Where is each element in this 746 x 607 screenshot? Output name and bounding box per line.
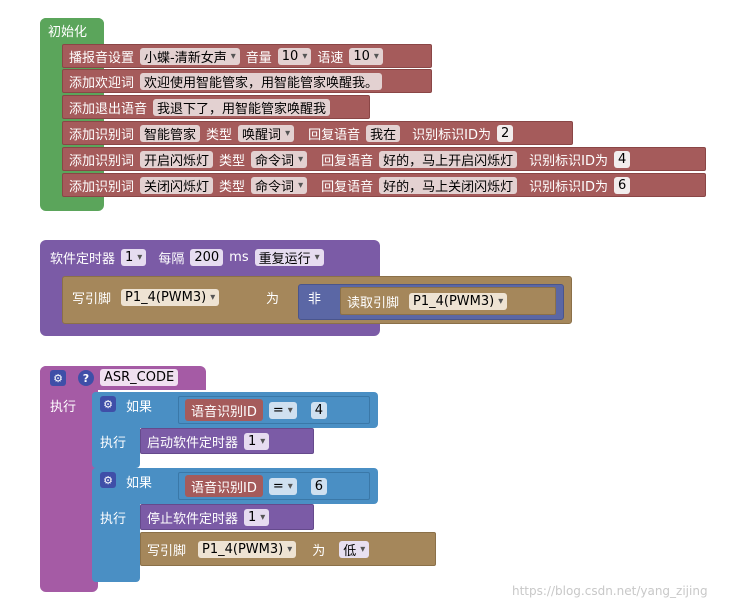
start-timer-block[interactable]: 启动软件定时器 1 xyxy=(140,428,314,454)
id-label: 识别标识ID为 xyxy=(412,127,491,143)
reply-field[interactable]: 好的，马上关闭闪烁灯 xyxy=(379,176,518,195)
var-slot: 语音识别ID xyxy=(185,399,263,421)
if-exec-label: 执行 xyxy=(100,512,127,527)
gear-icon[interactable]: ⚙ xyxy=(50,370,66,386)
id-field[interactable]: 4 xyxy=(613,150,631,168)
word-label: 添加识别词 xyxy=(69,153,135,169)
read-pin-label: 读取引脚 xyxy=(347,295,400,311)
watermark: https://blog.csdn.net/yang_zijing xyxy=(512,584,708,598)
word-row-3[interactable]: 添加识别词 关闭闪烁灯 类型 命令词 回复语音 好的，马上关闭闪烁灯 识别标识I… xyxy=(62,173,706,197)
id-label: 识别标识ID为 xyxy=(529,179,608,195)
asr-block[interactable] xyxy=(40,366,98,592)
var-slot: 语音识别ID xyxy=(185,475,263,497)
timer-label: 软件定时器 xyxy=(50,251,116,267)
timer-index-dropdown[interactable]: 1 xyxy=(121,248,147,266)
reply-label: 回复语音 xyxy=(321,153,374,169)
op-dropdown[interactable]: = xyxy=(268,401,297,419)
reply-label: 回复语音 xyxy=(321,179,374,195)
write-pin-dropdown[interactable]: P1_4(PWM3) xyxy=(198,540,297,558)
exit-row[interactable]: 添加退出语音 我退下了，用智能管家唤醒我 xyxy=(62,95,370,119)
stop-timer-label: 停止软件定时器 xyxy=(147,511,239,527)
id-label: 识别标识ID为 xyxy=(529,153,608,169)
tts-setting-label: 播报音设置 xyxy=(69,50,135,66)
word-row-1[interactable]: 添加识别词 智能管家 类型 唤醒词 回复语音 我在 识别标识ID为 2 xyxy=(62,121,573,145)
word-field[interactable]: 智能管家 xyxy=(140,124,201,143)
volume-dropdown[interactable]: 10 xyxy=(277,47,312,65)
timer-header: 软件定时器 1 每隔 200 ms 重复运行 xyxy=(44,244,374,270)
write-pin-label: 写引脚 xyxy=(72,291,112,307)
tts-setting-row[interactable]: 播报音设置 小蝶-清新女声 音量 10 语速 10 xyxy=(62,44,432,68)
init-title: 初始化 xyxy=(40,18,104,42)
id-field[interactable]: 6 xyxy=(613,176,631,194)
compare-block-2[interactable]: 语音识别ID = 6 xyxy=(178,472,370,500)
type-label: 类型 xyxy=(206,127,233,143)
asr-title-field[interactable]: ASR_CODE xyxy=(100,369,179,386)
type-label: 类型 xyxy=(219,153,246,169)
read-pin-dropdown[interactable]: P1_4(PWM3) xyxy=(409,292,508,310)
speed-label: 语速 xyxy=(317,50,344,66)
type-dropdown[interactable]: 命令词 xyxy=(251,150,308,169)
voice-dropdown[interactable]: 小蝶-清新女声 xyxy=(140,47,240,66)
value-field[interactable]: 4 xyxy=(310,401,328,419)
welcome-row[interactable]: 添加欢迎词 欢迎使用智能管家，用智能管家唤醒我。 xyxy=(62,69,432,93)
reply-label: 回复语音 xyxy=(308,127,361,143)
help-icon[interactable]: ? xyxy=(78,370,94,386)
gear-icon[interactable]: ⚙ xyxy=(100,472,116,488)
write-pin-dropdown[interactable]: P1_4(PWM3) xyxy=(121,288,220,306)
interval-field[interactable]: 200 xyxy=(190,248,224,266)
welcome-text-field[interactable]: 欢迎使用智能管家，用智能管家唤醒我。 xyxy=(140,72,383,91)
type-label: 类型 xyxy=(219,179,246,195)
value-field[interactable]: 6 xyxy=(310,477,328,495)
write-low-block[interactable]: 写引脚 P1_4(PWM3) 为 低 xyxy=(140,532,436,566)
reply-field[interactable]: 好的，马上开启闪烁灯 xyxy=(379,150,518,169)
word-label: 添加识别词 xyxy=(69,127,135,143)
if-label: 如果 xyxy=(126,476,153,491)
asr-exec-label: 执行 xyxy=(50,400,77,415)
every-label: 每隔 xyxy=(158,251,185,267)
timer-index-dropdown[interactable]: 1 xyxy=(244,432,270,450)
volume-label: 音量 xyxy=(245,50,272,66)
stop-timer-block[interactable]: 停止软件定时器 1 xyxy=(140,504,314,530)
op-dropdown[interactable]: = xyxy=(268,477,297,495)
not-label: 非 xyxy=(308,292,322,307)
write-pin-label: 写引脚 xyxy=(147,543,187,559)
gear-icon[interactable]: ⚙ xyxy=(100,396,116,412)
word-field[interactable]: 开启闪烁灯 xyxy=(140,150,214,169)
if-label: 如果 xyxy=(126,400,153,415)
as-label: 为 xyxy=(312,543,326,559)
exit-text-field[interactable]: 我退下了，用智能管家唤醒我 xyxy=(153,98,331,117)
mode-dropdown[interactable]: 重复运行 xyxy=(254,248,324,267)
var-label: 语音识别ID xyxy=(191,480,257,496)
exit-label: 添加退出语音 xyxy=(69,101,148,117)
timer-index-dropdown[interactable]: 1 xyxy=(244,508,270,526)
var-label: 语音识别ID xyxy=(191,404,257,420)
type-dropdown[interactable]: 命令词 xyxy=(251,176,308,195)
word-row-2[interactable]: 添加识别词 开启闪烁灯 类型 命令词 回复语音 好的，马上开启闪烁灯 识别标识I… xyxy=(62,147,706,171)
id-field[interactable]: 2 xyxy=(496,124,514,142)
if-exec-label: 执行 xyxy=(100,436,127,451)
read-pin-block[interactable]: 读取引脚 P1_4(PWM3) xyxy=(340,287,556,315)
welcome-label: 添加欢迎词 xyxy=(69,75,135,91)
speed-dropdown[interactable]: 10 xyxy=(349,47,383,65)
word-label: 添加识别词 xyxy=(69,179,135,195)
type-dropdown[interactable]: 唤醒词 xyxy=(238,124,295,143)
compare-block-1[interactable]: 语音识别ID = 4 xyxy=(178,396,370,424)
as-label: 为 xyxy=(266,292,280,307)
level-dropdown[interactable]: 低 xyxy=(339,540,370,559)
reply-field[interactable]: 我在 xyxy=(366,124,401,143)
timer-write-row: 写引脚 P1_4(PWM3) xyxy=(66,284,306,310)
word-field[interactable]: 关闭闪烁灯 xyxy=(140,176,214,195)
unit-label: ms xyxy=(229,249,249,265)
start-timer-label: 启动软件定时器 xyxy=(147,435,239,451)
